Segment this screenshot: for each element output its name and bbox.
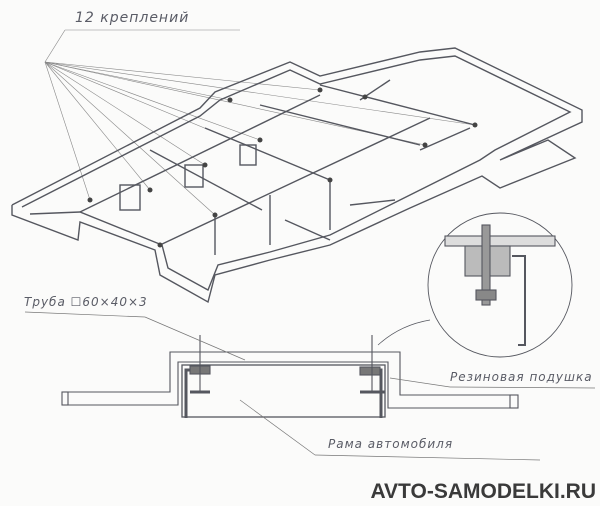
mount-leader-lines xyxy=(44,29,476,216)
section-view xyxy=(61,335,519,418)
detail-view-circle xyxy=(377,212,573,358)
pipe-label: Труба ☐60×40×3 xyxy=(24,295,148,309)
car-frame-label: Рама автомобиля xyxy=(328,437,454,451)
watermark: AVTO-SAMODELKI.RU xyxy=(370,480,596,503)
rubber-pad-label: Резиновая подушка xyxy=(450,370,593,384)
mount-points xyxy=(87,87,478,248)
mounts-label: 12 креплений xyxy=(75,10,190,26)
frame-isometric xyxy=(11,47,583,304)
label-leaders xyxy=(24,311,596,461)
